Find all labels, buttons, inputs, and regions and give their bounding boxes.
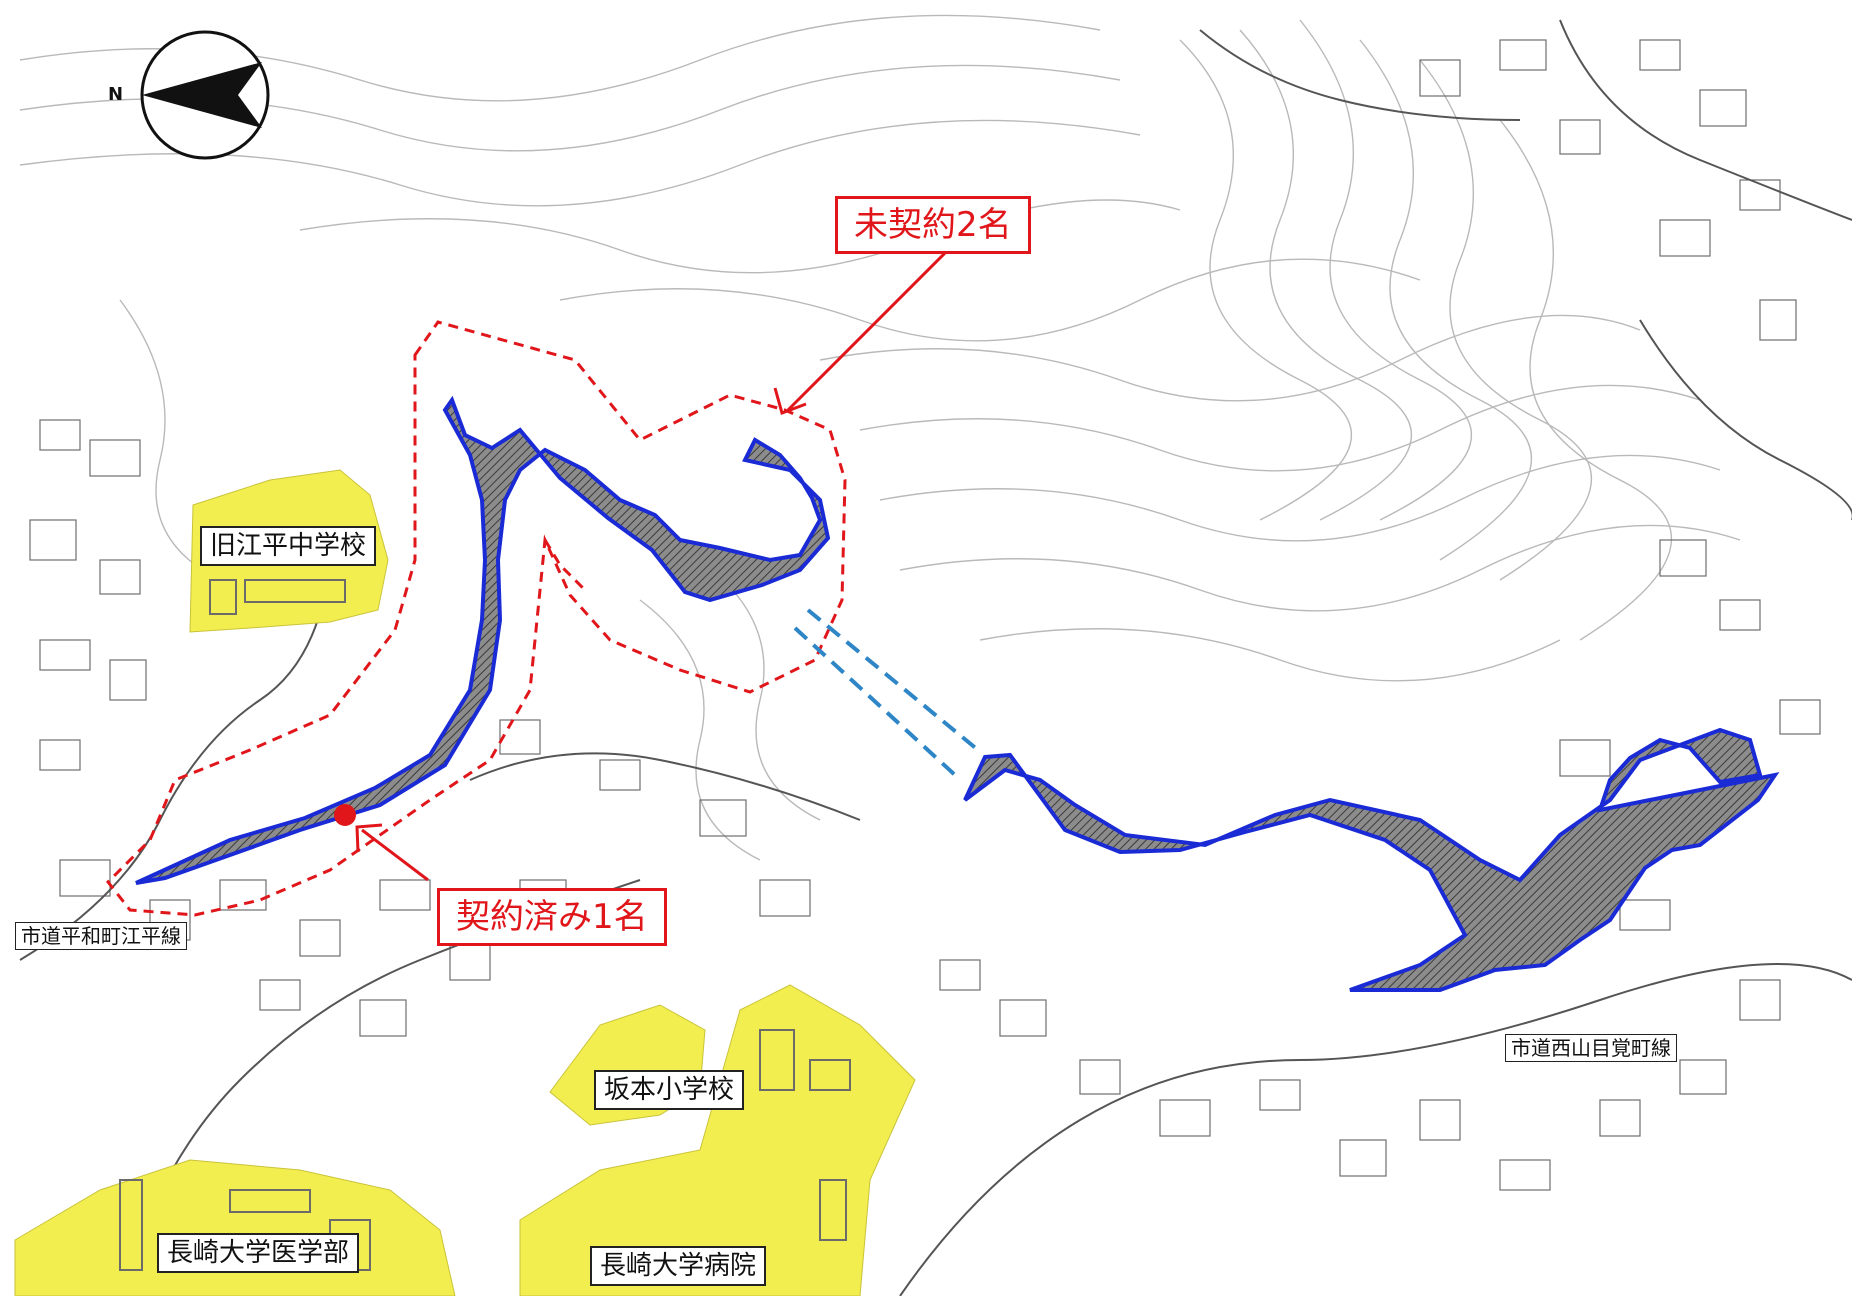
label-sakamoto-es: 坂本小学校 <box>594 1070 745 1110</box>
label-former-ehira-jhs: 旧江平中学校 <box>200 526 377 566</box>
route-north-segment <box>135 395 831 885</box>
callout-arrows <box>355 248 950 882</box>
tunnel-link <box>793 608 980 777</box>
north-arrow-icon <box>140 30 270 160</box>
label-nagasaki-univ-med: 長崎大学医学部 <box>157 1233 360 1273</box>
route-south-segment <box>963 727 1780 992</box>
urban-blocks <box>29 39 1821 1191</box>
contour-lines <box>19 14 1741 861</box>
callout-contracted: 契約済み1名 <box>437 888 667 946</box>
route-corridor <box>135 395 1780 992</box>
north-label: N <box>108 84 124 105</box>
arrow-uncontracted <box>786 248 950 412</box>
project-boundary <box>105 320 847 917</box>
contracted-parcel-marker <box>334 804 356 826</box>
arrow-contracted <box>361 828 429 882</box>
callout-uncontracted: 未契約2名 <box>835 196 1031 254</box>
nagasaki-univ-med-area <box>14 1159 456 1296</box>
label-road-nishiyama-mezame: 市道西山目覚町線 <box>1505 1034 1677 1062</box>
nagasaki-univ-hospital-area <box>519 984 916 1296</box>
label-nagasaki-univ-hospital: 長崎大学病院 <box>590 1246 767 1286</box>
label-road-heiwamachi-ehira: 市道平和町江平線 <box>15 922 187 950</box>
facility-areas <box>14 469 916 1296</box>
